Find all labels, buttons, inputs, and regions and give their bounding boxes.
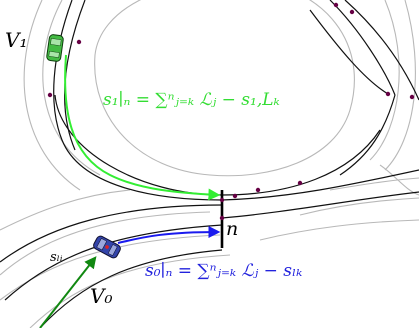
node	[349, 9, 355, 15]
node	[255, 187, 261, 193]
node	[333, 2, 339, 8]
node	[409, 94, 415, 100]
label-v0: V₀	[90, 284, 113, 308]
vehicle-v0	[93, 235, 121, 259]
blue-path	[117, 226, 221, 244]
lane-top-right-b	[344, 0, 419, 101]
island-ring	[94, 0, 355, 177]
lane-nodes	[47, 2, 415, 221]
outer-ring-right	[369, 0, 400, 161]
lane-top-right-c	[309, 9, 389, 95]
node	[76, 39, 82, 45]
node	[219, 215, 225, 221]
node	[232, 193, 238, 199]
node	[297, 180, 303, 186]
node	[385, 91, 391, 97]
vehicle-v1	[46, 34, 64, 62]
s-li-arrow	[39, 256, 97, 328]
lane-approach-b	[4, 224, 223, 301]
lane-right-exit-a	[221, 169, 419, 201]
right-exit-lower	[299, 197, 419, 216]
lane-top-right-a	[329, 0, 396, 96]
lane-right-a	[339, 94, 396, 176]
green-path	[64, 54, 221, 201]
approach-gray-4	[0, 189, 131, 231]
right-exit-lower-2	[259, 219, 419, 241]
label-v1: V₁	[5, 28, 28, 52]
approach-gray-1	[0, 211, 211, 276]
lane-approach-c	[39, 249, 223, 328]
outer-ring-left	[42, 0, 101, 176]
label-n: n	[226, 218, 239, 240]
lane-right-exit-b	[221, 191, 419, 219]
outer-ring-right-2	[384, 0, 416, 171]
outer-ring-left-2	[23, 0, 81, 191]
node	[47, 92, 53, 98]
approach-gray-2	[0, 234, 221, 301]
right-exit-upper	[329, 177, 419, 191]
lane-approach-a	[0, 204, 223, 263]
right-lower-gray	[379, 164, 419, 196]
equation-s1n: s₁∣ₙ = ∑ⁿⱼ₌ₖ ℒⱼ − s₁,Lₖ	[103, 90, 280, 110]
node	[219, 197, 225, 203]
label-s-li: sₗᵢ	[50, 250, 63, 265]
green-path-group	[64, 54, 221, 201]
equation-s0n: s₀∣ₙ = ∑ⁿⱼ₌ₖ ℒⱼ − sₗₖ	[145, 261, 303, 281]
